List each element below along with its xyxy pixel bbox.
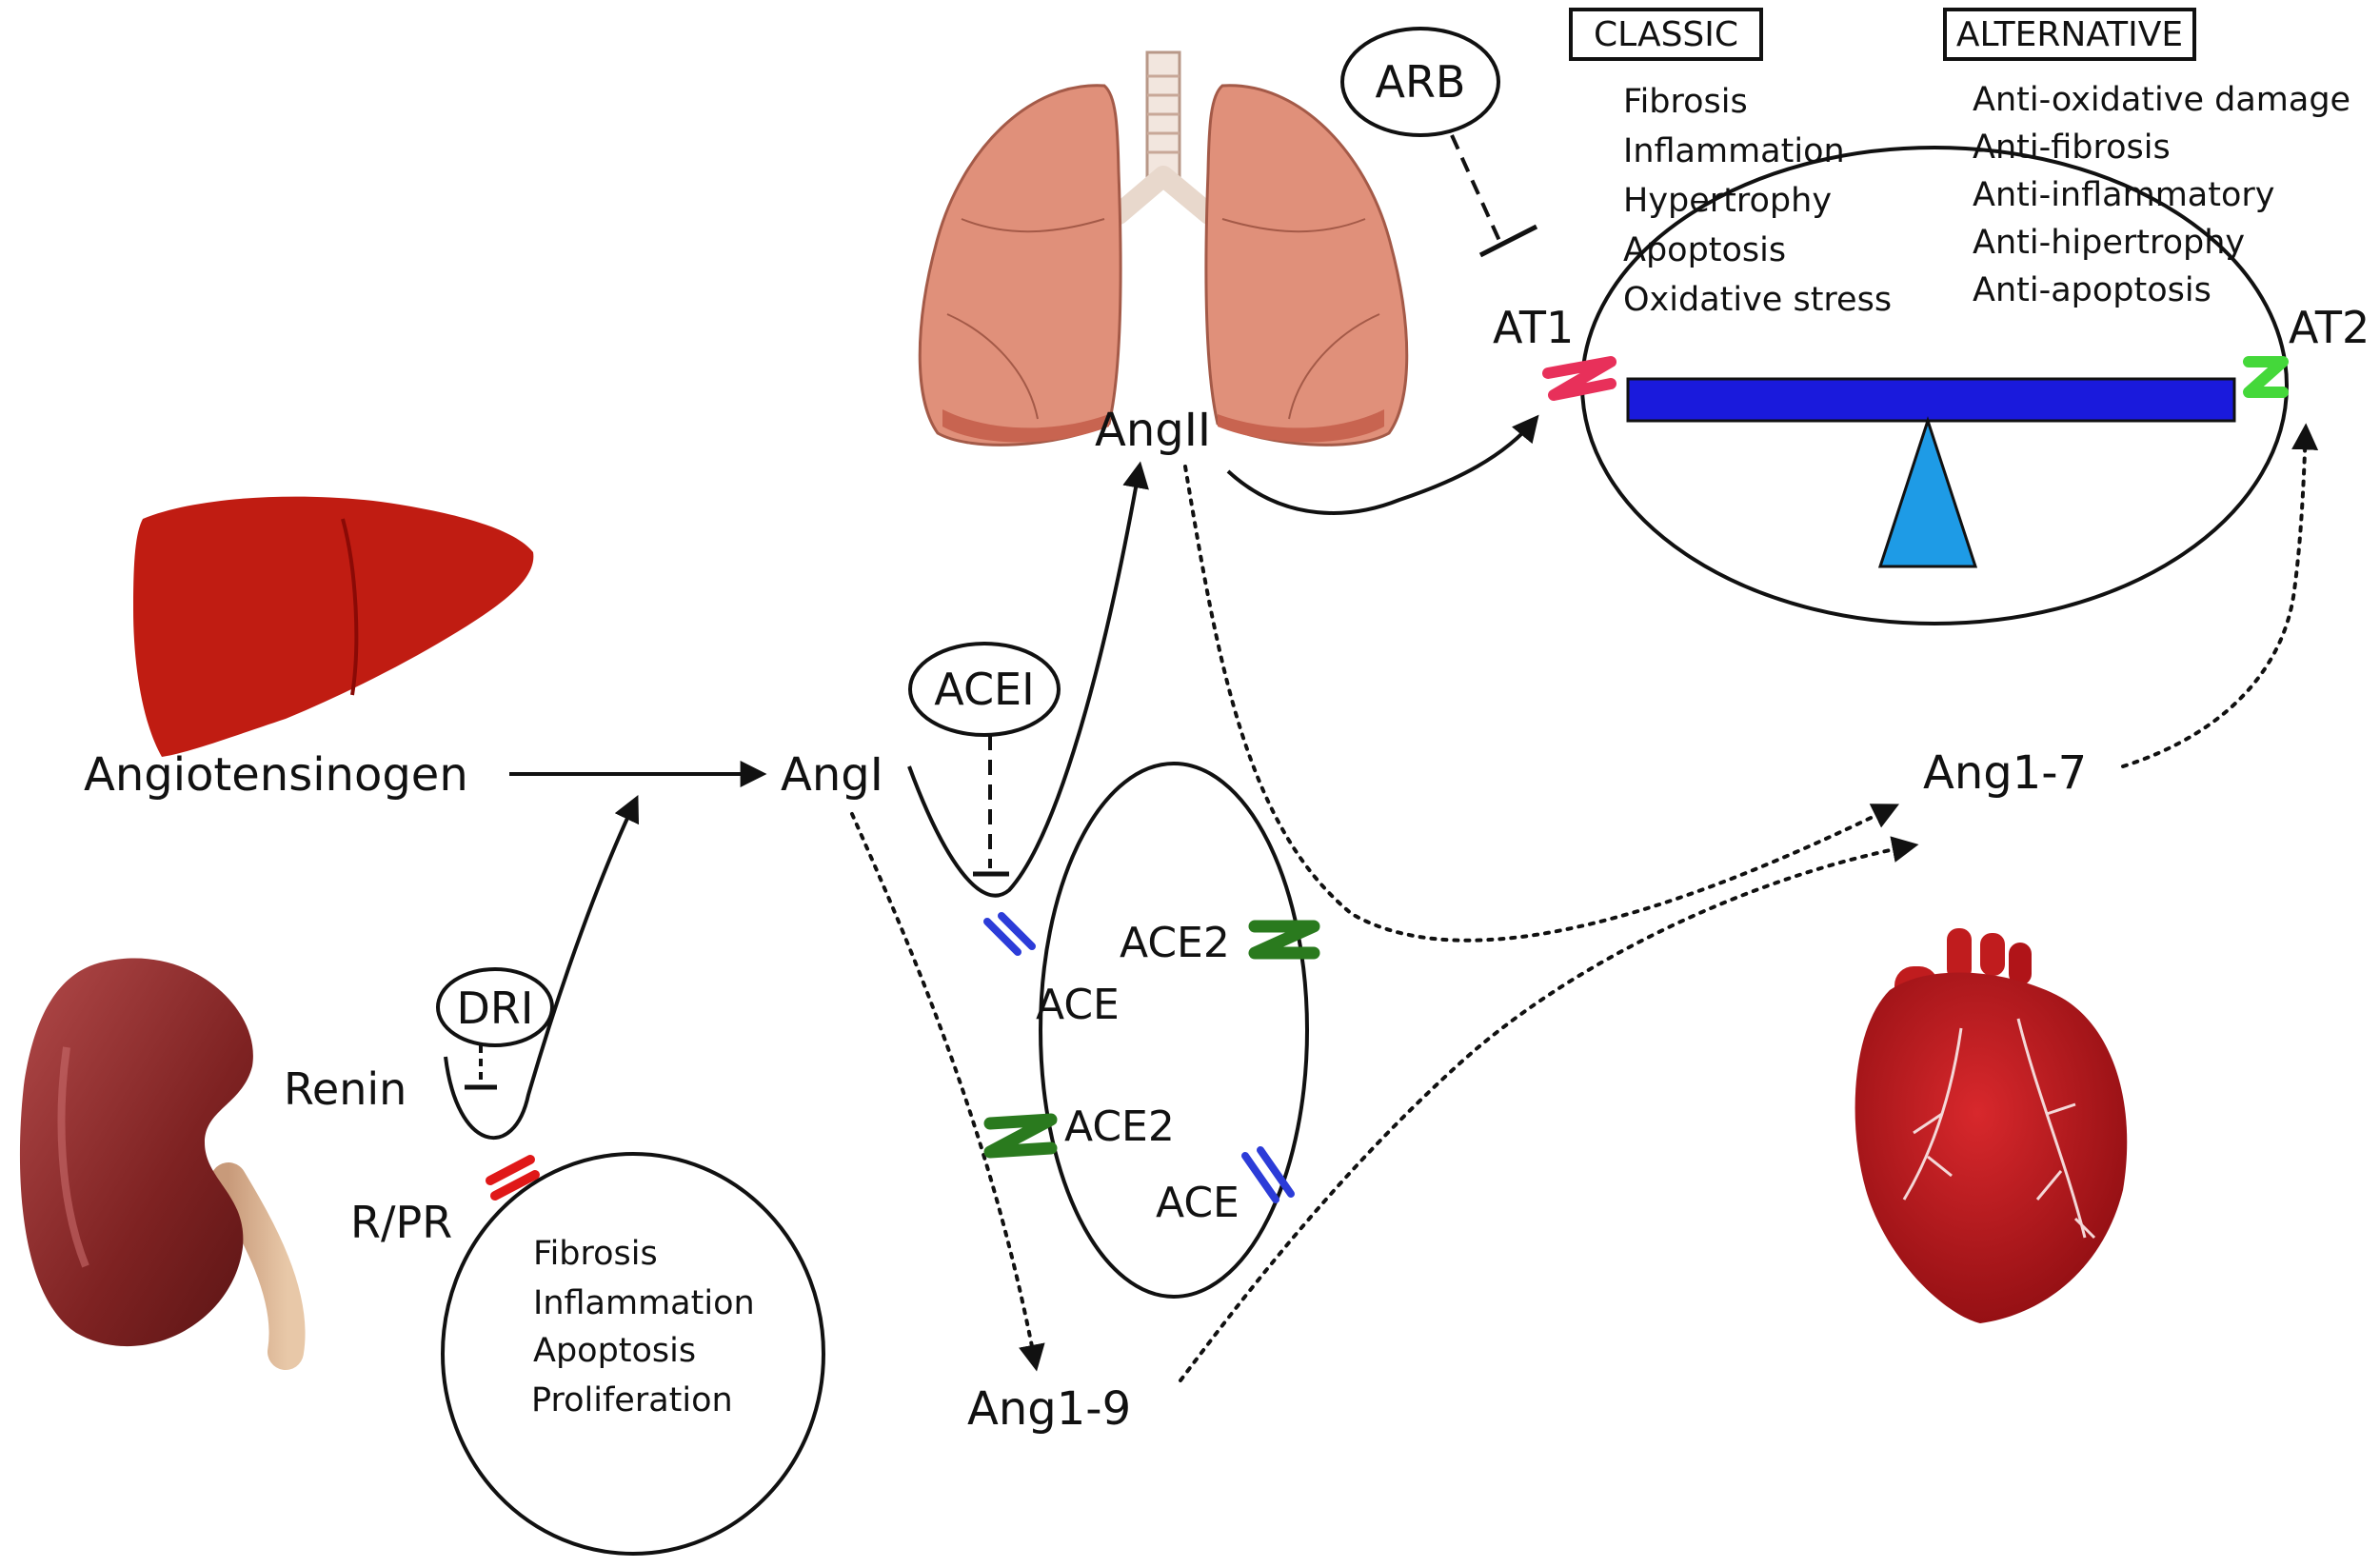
arrow-angi-to-angii [907, 461, 1149, 898]
arrow-angii-to-ang1-7 [1183, 465, 1900, 943]
arrow-angii-to-at1 [1226, 414, 1539, 515]
classic-effect: Apoptosis [1623, 231, 1786, 269]
acei-label: ACEI [934, 664, 1034, 715]
at1-label: AT1 [1493, 302, 1574, 353]
arrow-renin-cleavage [444, 794, 640, 1141]
classic-effects-list: Fibrosis Inflammation Hypertrophy Apopto… [1623, 83, 1892, 319]
kidney-icon [19, 958, 306, 1370]
at2-label: AT2 [2289, 302, 2370, 353]
arrow-ang1-7-to-at2 [2121, 423, 2319, 768]
ace2-bottom-label: ACE2 [1064, 1102, 1175, 1151]
arb-inhibitor [1340, 27, 1538, 258]
ang1-7-label: Ang1-7 [1923, 746, 2087, 800]
renin-receptor-effect: Proliferation [531, 1381, 733, 1419]
alternative-title-box [1943, 8, 2196, 61]
heart-icon [1854, 928, 2128, 1323]
r-pr-label: R/PR [350, 1197, 452, 1248]
alternative-effect: Anti-inflammatory [1973, 176, 2274, 214]
dri-label: DRI [457, 982, 534, 1034]
renin-receptor-effect: Apoptosis [533, 1332, 696, 1370]
arrow-angi-to-ang1-9 [850, 812, 1045, 1372]
renin-receptor-effect: Fibrosis [533, 1235, 658, 1273]
solid-arrows [444, 414, 1539, 1141]
classic-title: CLASSIC [1594, 15, 1738, 54]
arb-label: ARB [1376, 56, 1466, 108]
classic-effect: Fibrosis [1623, 83, 1748, 121]
ang1-9-label: Ang1-9 [967, 1382, 1131, 1436]
r-pr-receptor-marker [486, 1155, 540, 1201]
ace-bottom-marker [1241, 1146, 1295, 1203]
angi-label: AngI [781, 748, 883, 802]
at1-receptor-marker [1542, 356, 1616, 401]
seesaw-fulcrum [1877, 416, 1978, 568]
ace2-top-label: ACE2 [1120, 919, 1230, 967]
renin-label: Renin [284, 1063, 407, 1115]
classic-title-box [1569, 8, 1763, 61]
angii-label: AngII [1095, 404, 1211, 457]
ace2-top-marker [1248, 920, 1320, 960]
renin-receptor-effect: Inflammation [533, 1284, 755, 1322]
alternative-effects-list: Anti-oxidative damage Anti-fibrosis Anti… [1973, 81, 2350, 309]
seesaw-beam [1626, 377, 2236, 423]
alternative-effect: Anti-fibrosis [1973, 129, 2171, 167]
alternative-effect: Anti-hipertrophy [1973, 224, 2245, 262]
ace-top-marker [983, 912, 1036, 956]
alternative-effect: Anti-apoptosis [1973, 271, 2211, 309]
classic-effect: Hypertrophy [1623, 182, 1832, 220]
alternative-title: ALTERNATIVE [1956, 15, 2183, 54]
at2-receptor-marker [2243, 356, 2289, 398]
ace-top-label: ACE [1036, 981, 1120, 1029]
alternative-effect: Anti-oxidative damage [1973, 81, 2350, 119]
ace2-bottom-marker [983, 1113, 1058, 1159]
ace-enzyme-ellipse [1039, 762, 1309, 1299]
angiotensinogen-label: Angiotensinogen [84, 748, 468, 802]
liver-icon [133, 496, 534, 757]
renin-receptor-effects-list: Fibrosis Inflammation Apoptosis Prolifer… [531, 1235, 755, 1419]
dotted-arrows [850, 423, 2319, 1382]
classic-effect: Oxidative stress [1623, 281, 1892, 319]
renin-receptor-circle [441, 1152, 825, 1556]
lungs-icon [918, 50, 1409, 447]
classic-effect: Inflammation [1623, 132, 1845, 170]
ace-bottom-label: ACE [1156, 1179, 1240, 1227]
arrow-ang1-9-to-ang1-7 [1179, 836, 1919, 1382]
dri-inhibitor [436, 967, 554, 1090]
acei-inhibitor [908, 642, 1061, 877]
